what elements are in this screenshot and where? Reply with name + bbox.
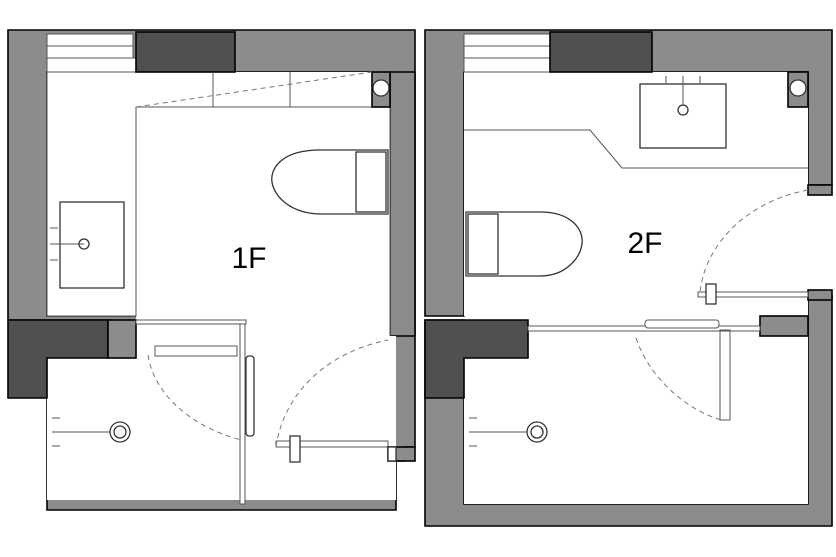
- plan-1f: 1F: [7, 29, 416, 511]
- column-2f-left: [424, 319, 529, 399]
- sink-1f: [59, 201, 125, 289]
- column-1f-top: [135, 31, 236, 73]
- floor-label-2f: 2F: [627, 227, 662, 260]
- shower-screen-2f: [527, 325, 761, 332]
- plan-2f: 2F: [424, 29, 833, 527]
- shower-screen-1f: [135, 319, 247, 325]
- door-2f: [697, 291, 809, 298]
- wall-1f-right: [389, 71, 416, 337]
- column-2f-top: [549, 31, 653, 73]
- floor-label-1f: 1F: [231, 242, 266, 275]
